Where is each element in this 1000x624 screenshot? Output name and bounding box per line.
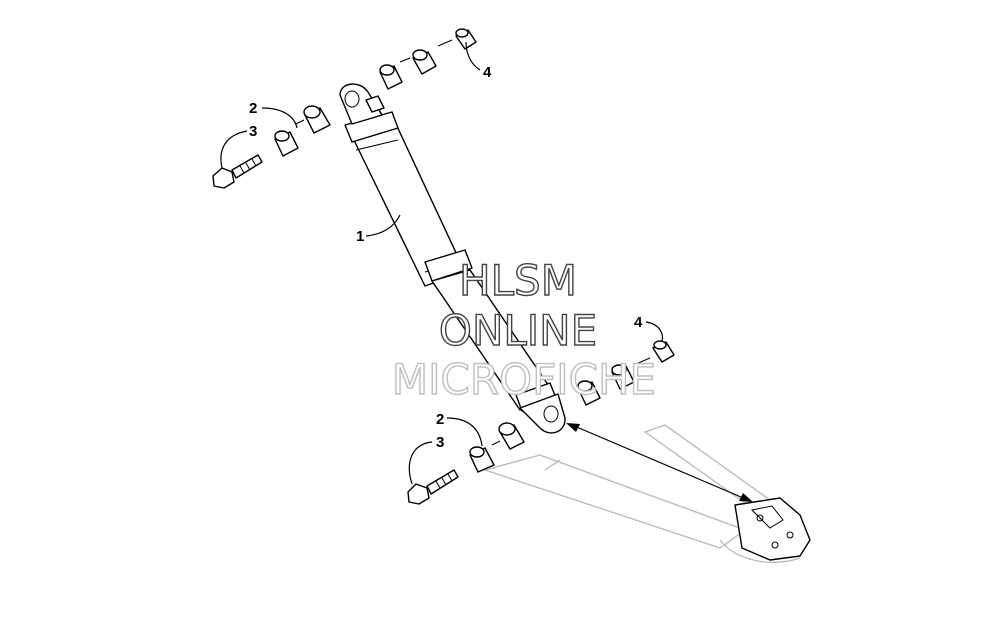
upper-hardware bbox=[212, 28, 477, 189]
callout-4-lower: 4 bbox=[634, 314, 643, 331]
callout-2-upper: 2 bbox=[249, 100, 257, 117]
watermark-line-1: HLSM bbox=[459, 256, 577, 305]
lower-mount-bracket bbox=[734, 497, 811, 561]
callout-2-lower: 2 bbox=[436, 411, 444, 428]
shock-absorber bbox=[339, 83, 566, 434]
watermark-line-2: ONLINE bbox=[439, 306, 597, 355]
callout-1: 1 bbox=[356, 228, 364, 245]
watermark: HLSM ONLINE MICROFICHE bbox=[391, 255, 657, 404]
lower-hardware bbox=[407, 340, 675, 505]
callout-3-lower: 3 bbox=[436, 434, 444, 451]
callout-4-upper: 4 bbox=[483, 64, 492, 81]
callout-3-upper: 3 bbox=[249, 123, 257, 140]
measurement-arrow bbox=[566, 423, 753, 502]
callouts: 1 2 3 4 2 3 4 bbox=[249, 64, 643, 451]
watermark-line-3: MICROFICHE bbox=[392, 355, 656, 404]
leader-lines bbox=[220, 41, 664, 485]
